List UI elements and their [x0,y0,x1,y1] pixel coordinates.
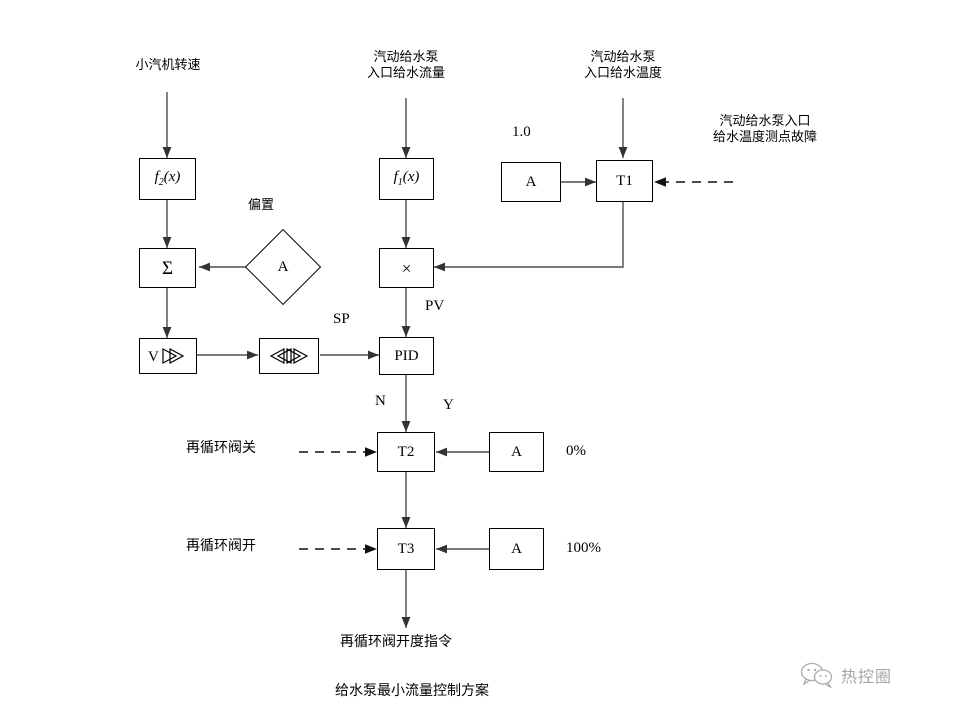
constant-block-a-t2[interactable]: A [489,432,544,472]
t2-block[interactable]: T2 [377,432,435,472]
t3-block-label: T3 [397,540,415,557]
rate-limiter-block[interactable]: V [139,338,197,374]
constant-block-a-t3-label: A [511,540,522,557]
diagram-title: 给水泵最小流量控制方案 [335,683,489,699]
constant-value-100-percent: 100% [566,540,601,556]
multiply-block-label: × [401,258,412,278]
function-block-f1[interactable]: f1(x) [379,158,434,200]
constant-block-a-t3[interactable]: A [489,528,544,570]
t1-block-label: T1 [616,172,633,189]
limiter-icon [269,347,309,365]
watermark-text: 热控圈 [841,667,893,686]
limiter-block[interactable] [259,338,319,374]
sum-block-label: Σ [161,257,174,279]
signal-label-sp: SP [333,311,350,327]
svg-text:V: V [148,349,159,365]
constant-value-0-percent: 0% [566,443,586,459]
signal-label-n: N [375,393,386,409]
sum-block[interactable]: Σ [139,248,196,288]
input-label-temp-sensor-fault: 汽动给水泵入口 给水温度测点故障 [712,114,817,146]
signal-label-y: Y [443,397,454,413]
condition-label-recirc-valve-close: 再循环阀关 [186,440,256,456]
constant-block-a-top[interactable]: A [501,162,561,202]
t1-block[interactable]: T1 [596,160,653,202]
output-label: 再循环阀开度指令 [340,634,452,650]
input-label-feedwater-flow: 汽动给水泵 入口给水流量 [366,50,445,82]
wechat-bubbles-icon [800,662,833,688]
pid-block[interactable]: PID [379,337,434,375]
t3-block[interactable]: T3 [377,528,435,570]
bias-caption: 偏置 [248,198,275,213]
function-block-f1-label: f1(x) [393,169,420,188]
constant-block-a-top-label: A [525,173,537,190]
t2-block-label: T2 [397,443,415,460]
signal-label-pv: PV [425,298,445,314]
input-label-turbine-speed: 小汽机转速 [135,58,201,73]
condition-label-recirc-valve-open: 再循环阀开 [186,538,256,554]
constant-value-1-0: 1.0 [512,124,531,140]
constant-block-a-t2-label: A [511,443,522,460]
watermark: 热控圈 [800,662,892,688]
pid-block-label: PID [394,347,419,364]
bias-diamond-label: A [277,258,289,275]
function-block-f2-label: f2(x) [154,169,181,188]
input-label-feedwater-temp: 汽动给水泵 入口给水温度 [583,50,662,82]
function-block-f2[interactable]: f2(x) [139,158,196,200]
rate-limiter-icon: V [148,347,185,365]
multiply-block[interactable]: × [379,248,434,288]
